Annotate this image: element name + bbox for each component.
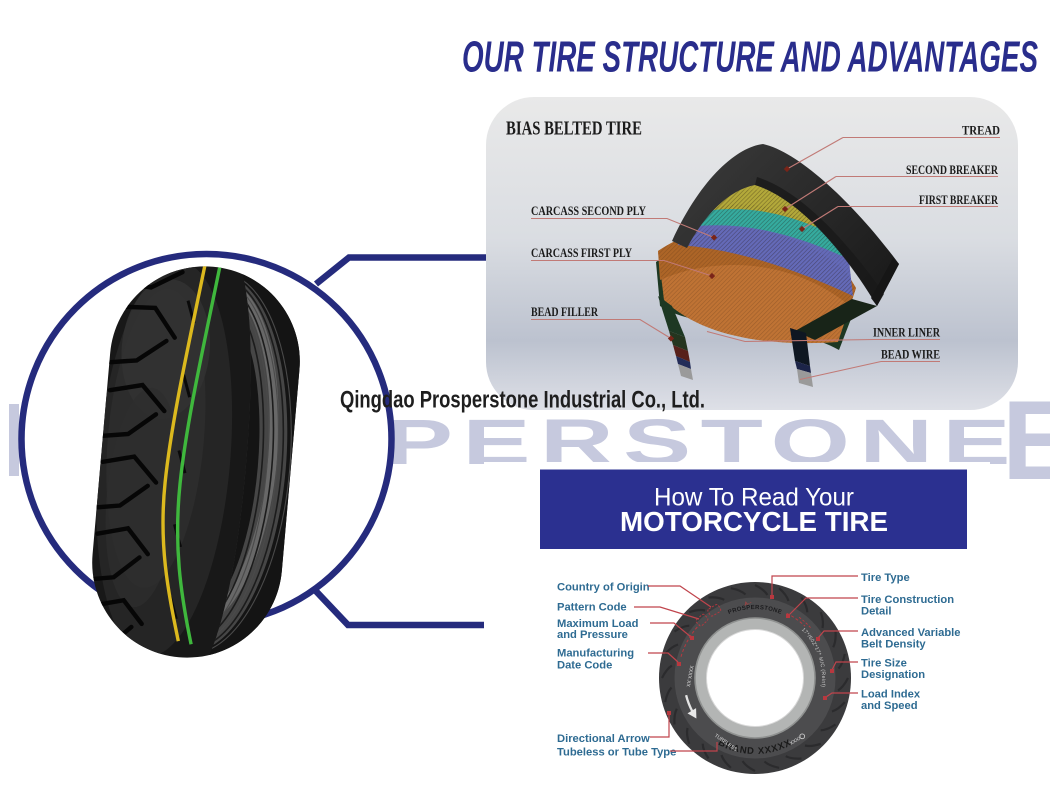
- svg-text:CARCASS SECOND PLY: CARCASS SECOND PLY: [531, 204, 646, 218]
- svg-text:XXXX.XX: XXXX.XX: [684, 665, 694, 688]
- svg-text:Tire Type: Tire Type: [861, 572, 910, 584]
- svg-text:Directional Arrow: Directional Arrow: [557, 733, 650, 745]
- svg-text:BEAD FILLER: BEAD FILLER: [531, 305, 599, 319]
- svg-text:How To Read Your: How To Read Your: [654, 484, 854, 512]
- svg-text:SECOND BREAKER: SECOND BREAKER: [906, 163, 999, 177]
- svg-text:Manufacturing: Manufacturing: [557, 648, 634, 660]
- svg-text:BIAS BELTED TIRE: BIAS BELTED TIRE: [506, 119, 642, 140]
- svg-text:Tire Size: Tire Size: [861, 658, 907, 670]
- svg-text:Maximum Load: Maximum Load: [557, 618, 639, 630]
- svg-text:Load Index: Load Index: [861, 689, 921, 701]
- svg-text:Country of Origin: Country of Origin: [557, 582, 650, 594]
- svg-text:Date Code: Date Code: [557, 660, 612, 672]
- svg-text:Belt Density: Belt Density: [861, 639, 926, 651]
- svg-text:Detail: Detail: [861, 606, 891, 618]
- svg-text:PROSPERSTONE: PROSPERSTONE: [727, 605, 782, 616]
- svg-text:CARCASS FIRST PLY: CARCASS FIRST PLY: [531, 246, 632, 260]
- svg-text:MOTORCYCLE TIRE: MOTORCYCLE TIRE: [620, 506, 888, 537]
- svg-text:TREAD: TREAD: [962, 124, 1000, 138]
- svg-text:E: E: [1002, 378, 1050, 503]
- svg-text:Qingdao Prosperstone Industria: Qingdao Prosperstone Industrial Co., Ltd…: [340, 387, 705, 414]
- svg-text:Pattern Code: Pattern Code: [557, 602, 627, 614]
- svg-text:OUR TIRE STRUCTURE AND ADVANTA: OUR TIRE STRUCTURE AND ADVANTAGES: [462, 33, 1038, 82]
- svg-text:Tubeless or Tube Type: Tubeless or Tube Type: [557, 747, 676, 759]
- svg-text:Advanced Variable: Advanced Variable: [861, 627, 961, 639]
- svg-text:FIRST BREAKER: FIRST BREAKER: [919, 193, 999, 207]
- svg-text:A--: A--: [744, 600, 753, 608]
- svg-text:Tire Construction: Tire Construction: [861, 594, 954, 606]
- svg-text:BEAD WIRE: BEAD WIRE: [881, 348, 940, 362]
- svg-text:Designation: Designation: [861, 669, 925, 681]
- svg-text:and Pressure: and Pressure: [557, 629, 628, 641]
- svg-text:INNER LINER: INNER LINER: [873, 326, 941, 340]
- svg-text:and Speed: and Speed: [861, 700, 918, 712]
